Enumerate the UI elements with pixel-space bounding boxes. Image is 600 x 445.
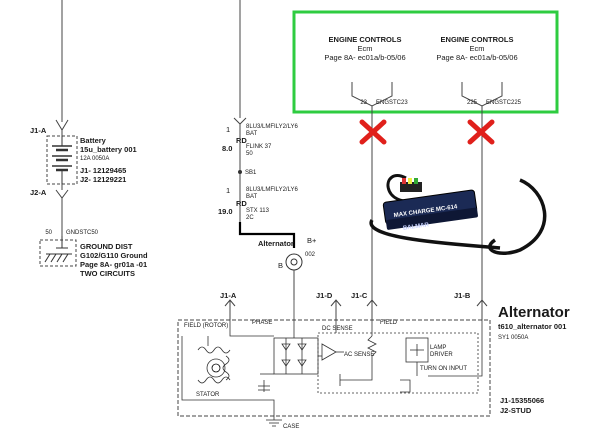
label-turn-on: TURN ON INPUT bbox=[420, 366, 467, 372]
label-field-rotor: FIELD (ROTOR) bbox=[184, 323, 228, 329]
wire1-color: RD bbox=[236, 136, 247, 145]
battery-conn-bottom: J2-A bbox=[30, 188, 47, 197]
ec2-title: ENGINE CONTROLS bbox=[441, 35, 514, 44]
conn-j1c: J1-C bbox=[351, 291, 368, 300]
battery-j1: J1- 12129465 bbox=[80, 166, 126, 175]
conn-j1a: J1-A bbox=[220, 291, 237, 300]
ec1-circuit: ENGSTC23 bbox=[376, 100, 408, 106]
alt-small-bplus: B+ bbox=[307, 236, 317, 245]
conn-j1b: J1-B bbox=[454, 291, 471, 300]
battery-symbol bbox=[52, 136, 72, 184]
label-lamp: LAMP bbox=[430, 345, 446, 351]
ec1-title: ENGINE CONTROLS bbox=[329, 35, 402, 44]
wire2-bat: BAT bbox=[246, 194, 258, 200]
battery-id: 15u_battery 001 bbox=[80, 145, 137, 154]
ground-dist-grounds: G102/G110 Ground bbox=[80, 251, 148, 260]
wire1-pin: 1 bbox=[226, 125, 230, 134]
sb1-label: SB1 bbox=[245, 170, 257, 176]
ground-circuit: GNDSTC50 bbox=[66, 230, 99, 236]
wire1-spec: 8LU3/LMFILY2/LY6 bbox=[246, 124, 298, 130]
battery-conn-top: J1-A bbox=[30, 126, 47, 135]
alt-j1: J1-15355066 bbox=[500, 396, 544, 405]
ec1-module: Ecm bbox=[358, 44, 373, 53]
charger-label-2: BALMAR bbox=[403, 222, 430, 232]
ec1-page: Page 8A- ec01a/b-05/06 bbox=[324, 53, 405, 62]
b-plus-cable bbox=[238, 222, 296, 248]
label-phase: PHASE bbox=[252, 320, 272, 326]
alternator-circuitry bbox=[181, 300, 483, 427]
wire2-stx: STX 113 bbox=[246, 208, 270, 214]
alt-small-b: B bbox=[278, 261, 283, 270]
ec2-pin: 225 bbox=[467, 100, 478, 106]
ec2-module: Ecm bbox=[470, 44, 485, 53]
ground-dist-page: Page 8A- gr01a -01 bbox=[80, 260, 147, 269]
ground-pin: 50 bbox=[45, 230, 52, 236]
label-driver: DRIVER bbox=[430, 352, 453, 358]
battery-j2: J2- 12129221 bbox=[80, 175, 126, 184]
label-ac-sense: AC SENSE bbox=[344, 352, 374, 358]
charger-icon bbox=[369, 174, 547, 255]
alt-terminal-icon bbox=[285, 253, 303, 300]
alt-sub: SY1 0050A bbox=[498, 335, 528, 341]
ground-dist-box bbox=[39, 239, 77, 267]
ground-dist-note: TWO CIRCUITS bbox=[80, 269, 135, 278]
conn-j1d: J1-D bbox=[316, 291, 333, 300]
ec2-circuit: ENGSTC225 bbox=[486, 100, 522, 106]
ec1-connector-symbol bbox=[351, 82, 393, 112]
x-mark-2 bbox=[467, 119, 495, 145]
ec1-pin: 23 bbox=[360, 100, 367, 106]
ec2-page: Page 8A- ec01a/b-05/06 bbox=[436, 53, 517, 62]
alt-small-label: Alternator bbox=[258, 239, 294, 248]
battery-rating: 12A 0050A bbox=[80, 156, 109, 162]
wire1-gauge: 8.0 bbox=[222, 144, 232, 153]
wire1-fusible: FLINK 37 bbox=[246, 144, 272, 150]
alt-small-num: 002 bbox=[305, 252, 316, 258]
x-mark-1 bbox=[359, 119, 387, 145]
wire2-stx2: 2C bbox=[246, 215, 254, 221]
alt-j2: J2-STUD bbox=[500, 406, 532, 415]
wire2-pin: 1 bbox=[226, 186, 230, 195]
wire2-color: RD bbox=[236, 199, 247, 208]
ec2-connector-symbol bbox=[461, 82, 503, 112]
wire1-bat: BAT bbox=[246, 131, 258, 137]
alt-title: Alternator bbox=[498, 304, 570, 321]
wire1-fus2: 50 bbox=[246, 151, 253, 157]
label-field: FIELD bbox=[380, 320, 398, 326]
label-dc-sense: DC SENSE bbox=[322, 326, 353, 332]
engine-controls-highlight bbox=[292, 10, 559, 114]
wire2-gauge: 19.0 bbox=[218, 207, 233, 216]
ground-symbol bbox=[44, 236, 72, 263]
label-case: CASE bbox=[283, 424, 299, 430]
sb1-splice bbox=[238, 170, 242, 174]
battery-conn-bottom-symbol bbox=[55, 189, 69, 199]
wire2-spec: 8LU3/LMFILY2/LY6 bbox=[246, 187, 298, 193]
battery-name: Battery bbox=[80, 136, 107, 145]
alternator-box bbox=[177, 319, 491, 417]
label-stator: STATOR bbox=[196, 392, 220, 398]
ground-dist-name: GROUND DIST bbox=[80, 242, 133, 251]
alt-id: t610_alternator 001 bbox=[498, 322, 566, 331]
